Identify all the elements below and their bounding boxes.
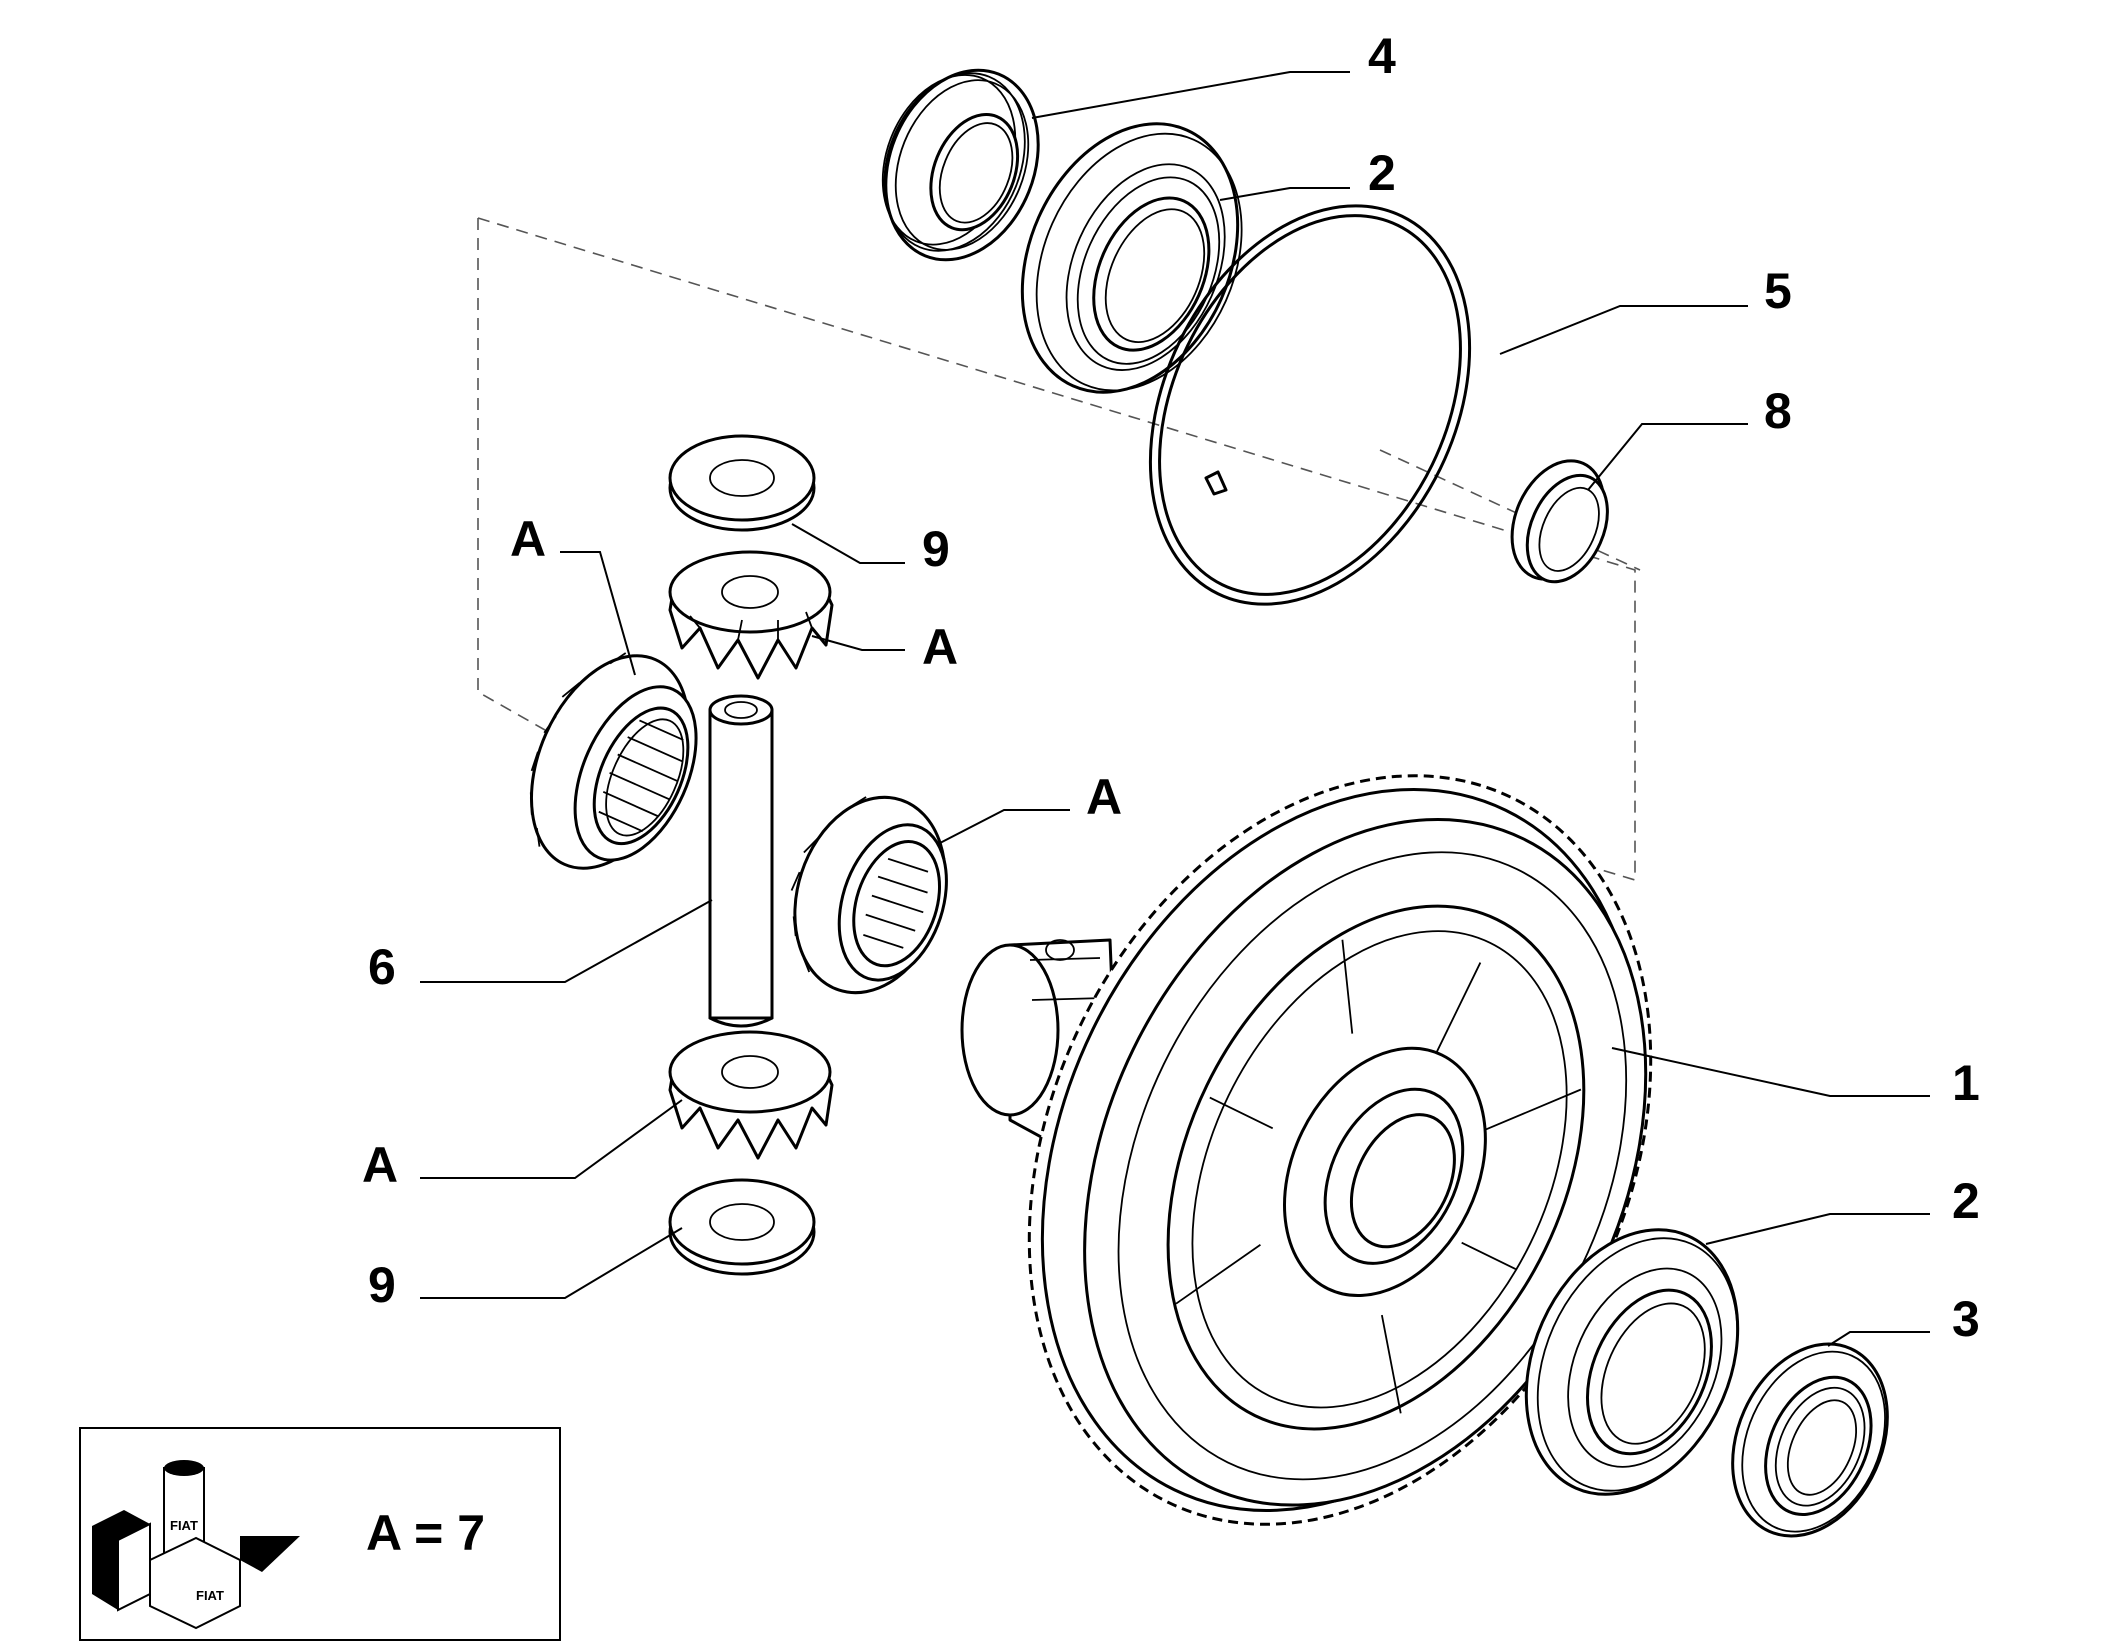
callout-3: 3 xyxy=(1952,1291,1980,1347)
callout-9-bottom: 9 xyxy=(368,1257,396,1313)
snap-ring-part-5 xyxy=(1148,204,1472,606)
pinion-gear-lower xyxy=(668,1030,834,1160)
leader-lines xyxy=(420,71,1930,1347)
pinion-shaft-part-6 xyxy=(708,694,774,1028)
thrust-washer-part-9-bottom xyxy=(668,1178,816,1276)
legend-text: A = 7 xyxy=(366,1505,485,1561)
pinion-gear-upper xyxy=(668,550,834,680)
sleeve-ring-part-8 xyxy=(1510,459,1609,584)
seal-ring-part-3 xyxy=(1731,1342,1889,1538)
callout-a-middle: A xyxy=(1086,769,1122,825)
callout-2-bottom: 2 xyxy=(1952,1173,1980,1229)
bearing-part-2-top xyxy=(1020,122,1243,394)
fiat-parts-logo: FIAT FIAT xyxy=(92,1460,300,1630)
callout-4: 4 xyxy=(1368,28,1396,84)
legend-box: FIAT FIAT A = 7 xyxy=(79,1427,561,1641)
callout-1: 1 xyxy=(1952,1055,1980,1111)
callout-5: 5 xyxy=(1764,263,1792,319)
callout-9-top: 9 xyxy=(922,521,950,577)
bearing-part-2-bottom xyxy=(1524,1228,1740,1496)
snap-ring-gap xyxy=(1204,470,1228,496)
callout-a-lower: A xyxy=(362,1137,398,1193)
callout-2-top: 2 xyxy=(1368,145,1396,201)
callout-8: 8 xyxy=(1764,383,1792,439)
differential-case-part-1 xyxy=(960,774,1653,1526)
callout-a-upper: A xyxy=(922,619,958,675)
side-gear-middle xyxy=(790,795,948,995)
seal-ring-part-4 xyxy=(881,68,1040,262)
callout-a-left: A xyxy=(510,511,546,567)
side-gear-left xyxy=(529,652,698,870)
callout-6: 6 xyxy=(368,939,396,995)
svg-text:FIAT: FIAT xyxy=(170,1518,198,1533)
svg-text:FIAT: FIAT xyxy=(196,1588,224,1603)
thrust-washer-part-9-top xyxy=(668,434,816,532)
